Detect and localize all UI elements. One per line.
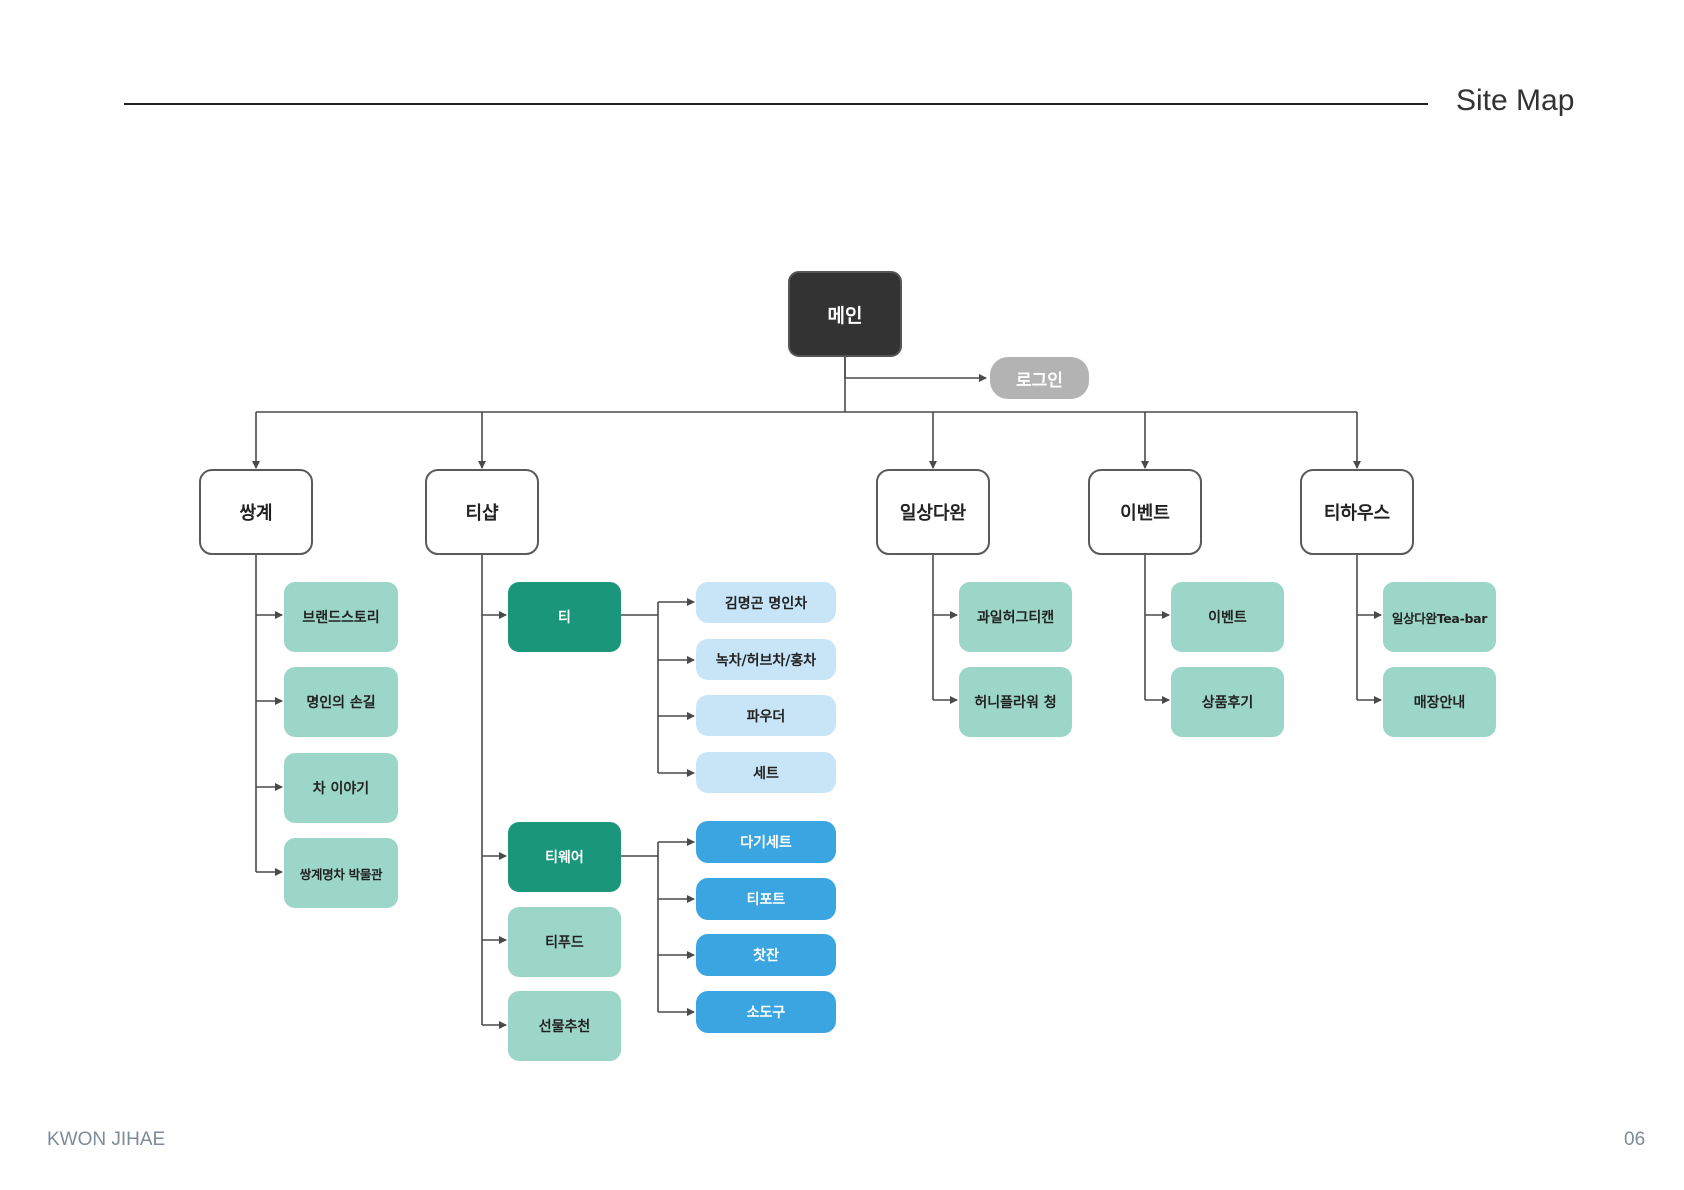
category-event[interactable]: 이벤트 — [1088, 469, 1202, 555]
header-rule — [124, 103, 1428, 105]
category-teahouse[interactable]: 티하우스 — [1300, 469, 1414, 555]
leaf-teacup[interactable]: 찻잔 — [696, 934, 836, 976]
page-number: 06 — [1624, 1129, 1646, 1150]
leaf-reviews[interactable]: 상품후기 — [1171, 667, 1284, 737]
leaf-set[interactable]: 세트 — [696, 752, 836, 793]
leaf-brand-story[interactable]: 브랜드스토리 — [284, 582, 398, 652]
leaf-accessories[interactable]: 소도구 — [696, 991, 836, 1033]
node-login[interactable]: 로그인 — [990, 357, 1089, 399]
sub-tea[interactable]: 티 — [508, 582, 621, 652]
leaf-green-herb-black-tea[interactable]: 녹차/허브차/홍차 — [696, 639, 836, 680]
leaf-museum[interactable]: 쌍계명차 박물관 — [284, 838, 398, 908]
footer-author: KWON JIHAE — [47, 1129, 166, 1150]
category-ilsangdawan[interactable]: 일상다완 — [876, 469, 990, 555]
leaf-honey-flower-syrup[interactable]: 허니플라워 청 — [959, 667, 1072, 737]
leaf-store-info[interactable]: 매장안내 — [1383, 667, 1496, 737]
leaf-event[interactable]: 이벤트 — [1171, 582, 1284, 652]
category-tishop[interactable]: 티샵 — [425, 469, 539, 555]
leaf-powder[interactable]: 파우더 — [696, 695, 836, 736]
leaf-tea-story[interactable]: 차 이야기 — [284, 753, 398, 823]
sub-teaware[interactable]: 티웨어 — [508, 822, 621, 892]
leaf-master-touch[interactable]: 명인의 손길 — [284, 667, 398, 737]
leaf-teafood[interactable]: 티푸드 — [508, 907, 621, 977]
node-main[interactable]: 메인 — [788, 271, 902, 357]
leaf-tea-bar[interactable]: 일상다완Tea-bar — [1383, 582, 1496, 652]
leaf-master-tea[interactable]: 김명곤 명인차 — [696, 582, 836, 623]
leaf-fruit-hug-tea-can[interactable]: 과일허그티캔 — [959, 582, 1072, 652]
category-ssanggye[interactable]: 쌍계 — [199, 469, 313, 555]
leaf-teapot[interactable]: 티포트 — [696, 878, 836, 920]
page-title: Site Map — [1456, 84, 1575, 117]
leaf-tea-set[interactable]: 다기세트 — [696, 821, 836, 863]
leaf-gift-recommend[interactable]: 선물추천 — [508, 991, 621, 1061]
